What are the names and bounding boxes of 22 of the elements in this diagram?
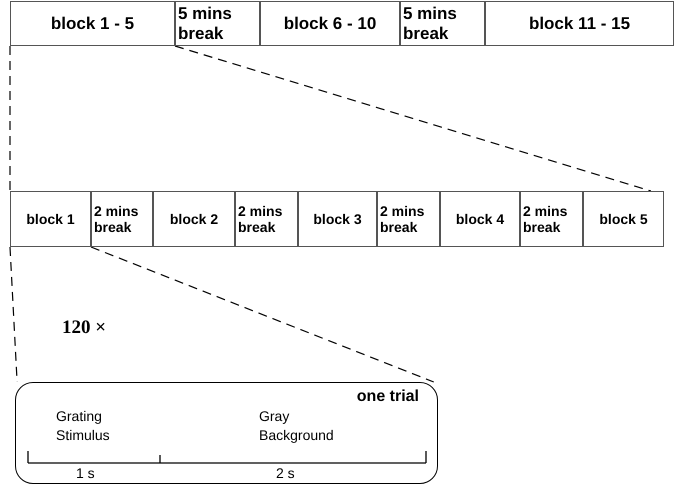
break-box: 2 mins break	[91, 191, 153, 247]
zoom-line	[90, 246, 434, 383]
block-box: block 2	[153, 191, 235, 247]
repeat-count: 120 ×	[62, 316, 106, 340]
block-box: block 3	[298, 191, 377, 247]
trial-box	[15, 382, 438, 484]
break-box: 2 mins break	[235, 191, 298, 247]
break-box: 2 mins break	[520, 191, 583, 247]
break-box: 5 mins break	[400, 1, 485, 46]
phase-label: Grating Stimulus	[56, 407, 111, 445]
break-box: 2 mins break	[377, 191, 440, 247]
phase-label: Gray Background	[259, 407, 335, 445]
break-box: 5 mins break	[175, 1, 260, 46]
duration-label: 2 s	[276, 466, 295, 480]
zoom-line	[174, 45, 652, 192]
block-box: block 6 - 10	[260, 1, 400, 46]
block-box: block 4	[440, 191, 520, 247]
block-box: block 1 - 5	[10, 1, 175, 46]
zoom-line	[9, 46, 11, 191]
trial-heading: one trial	[356, 389, 419, 405]
duration-label: 1 s	[76, 466, 95, 480]
block-box: block 11 - 15	[485, 1, 674, 46]
